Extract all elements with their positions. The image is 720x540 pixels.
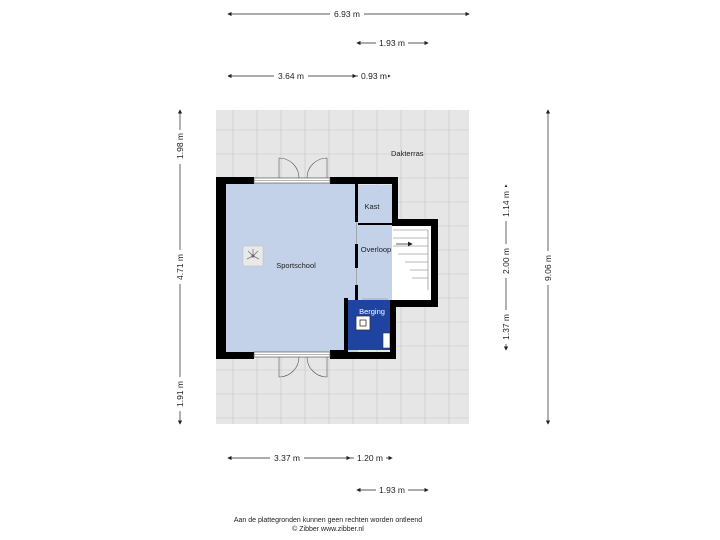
label-dakterras: Dakterras [391, 149, 424, 158]
dim-right-bottom: 1.37 m [501, 314, 511, 340]
dim-top-mid-left: 3.64 m [278, 71, 304, 81]
dim-right-top: 1.14 m [501, 191, 511, 217]
dim-left-top: 1.98 m [175, 133, 185, 159]
label-overloop: Overloop [361, 245, 391, 254]
label-berging: Berging [359, 307, 385, 316]
dim-top-right: 1.93 m [379, 38, 405, 48]
sportschool-room [218, 179, 358, 357]
boiler-icon [355, 315, 371, 331]
overloop-room [358, 225, 392, 300]
dim-right-total: 9.06 m [543, 255, 553, 281]
dim-bottom-right: 1.93 m [379, 485, 405, 495]
terrace-door-top [253, 157, 331, 184]
terrace-door-bottom [253, 351, 331, 378]
label-sportschool: Sportschool [276, 261, 316, 270]
footer-disclaimer: Aan de plattegronden kunnen geen rechten… [234, 517, 422, 524]
interior-door-lines [356, 222, 388, 300]
walls [216, 177, 438, 359]
dim-top-total: 6.93 m [334, 9, 360, 19]
appliance-icon [382, 332, 391, 349]
dimension-labels: 6.93 m 1.93 m 3.64 m 0.93 m 1.98 m 4.71 … [173, 9, 555, 496]
dim-left-bottom: 1.91 m [175, 381, 185, 407]
dim-bottom-left: 3.37 m [274, 453, 300, 463]
label-kast: Kast [364, 202, 380, 211]
staircase [392, 226, 432, 300]
ceiling-fan-icon [242, 245, 264, 267]
footer-copyright: © Zibber www.zibber.nl [292, 525, 364, 533]
dim-bottom-mid: 1.20 m [357, 453, 383, 463]
dim-top-mid-right: 0.93 m [361, 71, 387, 81]
kast-room [358, 185, 394, 225]
dim-right-mid: 2.00 m [501, 248, 511, 274]
dim-left-mid: 4.71 m [175, 254, 185, 280]
